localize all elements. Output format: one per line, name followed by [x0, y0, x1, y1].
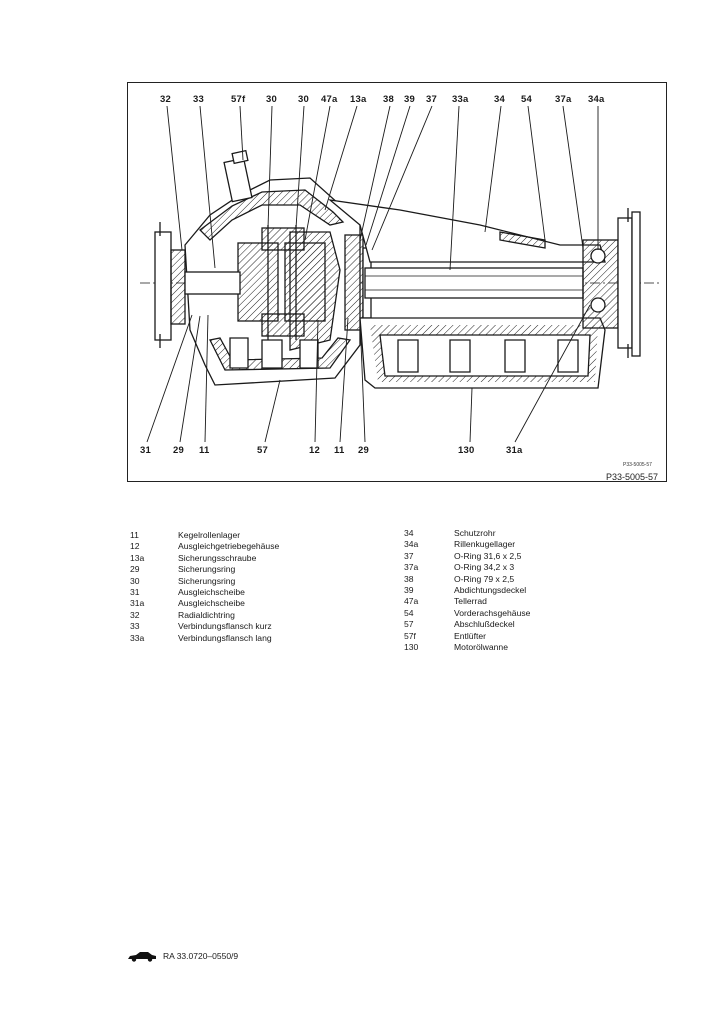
callout-label: 33a: [452, 94, 469, 105]
callout-label: 11: [334, 445, 345, 456]
legend-number: 37a: [404, 562, 419, 573]
small-figure-code: P33-5005-57: [623, 462, 652, 468]
callout-label: 37a: [555, 94, 572, 105]
callout-label: 31: [140, 445, 151, 456]
callout-label: 54: [521, 94, 532, 105]
legend-number: 39: [404, 584, 414, 595]
car-icon: [128, 952, 156, 962]
callout-label: 34: [494, 94, 505, 105]
callout-label: 34a: [588, 94, 605, 105]
legend-number: 57f: [404, 630, 416, 641]
legend-number: 57: [404, 619, 414, 630]
legend-label: Sicherungsring: [178, 575, 236, 586]
callout-label: 32: [160, 94, 171, 105]
document-reference: RA 33.0720–0550/9: [163, 951, 239, 961]
legend-label: Rillenkugellager: [454, 539, 516, 550]
legend-number: 37: [404, 550, 414, 561]
legend-label: Vorderachsgehäuse: [454, 607, 531, 618]
legend-number: 38: [404, 573, 414, 584]
legend-label: O-Ring 79 x 2,5: [454, 573, 515, 584]
callout-label: 12: [309, 445, 320, 456]
legend-label: Motorölwanne: [454, 641, 508, 652]
legend-label: O-Ring 34,2 x 3: [454, 562, 515, 573]
legend-number: 130: [404, 641, 419, 652]
legend-label: Schutzrohr: [454, 528, 496, 538]
legend-number: 33: [130, 621, 140, 632]
footer: RA 33.0720–0550/9: [127, 950, 238, 962]
legend-number: 11: [130, 530, 139, 540]
legend-label: Ausgleichscheibe: [178, 598, 245, 609]
legend-label: Verbindungsflansch kurz: [178, 621, 272, 632]
legend-number: 31: [130, 586, 140, 597]
legend-number: 47a: [404, 596, 419, 607]
legend-label: Verbindungsflansch lang: [178, 632, 272, 643]
legend-label: Entlüfter: [454, 630, 487, 641]
figure-frame: [127, 82, 667, 482]
callout-label: 29: [358, 445, 369, 456]
callout-label: 31a: [506, 445, 523, 456]
callout-label: 38: [383, 94, 394, 105]
legend-label: Sicherungsring: [178, 564, 236, 575]
figure-code: P33-5005-57: [606, 472, 659, 482]
legend-number: 12: [130, 541, 140, 552]
callout-label: 57f: [231, 94, 246, 105]
legend-label: Abdichtungsdeckel: [454, 584, 527, 595]
legend-number: 30: [130, 575, 140, 586]
legend-label: Abschlußdeckel: [454, 619, 515, 630]
legend-label: Ausgleichscheibe: [178, 586, 245, 597]
callout-label: 30: [266, 94, 277, 105]
callout-label: 13a: [350, 94, 367, 105]
legend-number: 34: [404, 528, 414, 538]
legend-label: Sicherungsschraube: [178, 552, 257, 563]
legend-number: 13a: [130, 552, 145, 563]
callout-label: 29: [173, 445, 184, 456]
legend-number: 54: [404, 607, 414, 618]
legend-label: Radialdichtring: [178, 609, 235, 620]
callout-label: 57: [257, 445, 268, 456]
legend-number: 29: [130, 564, 140, 575]
legend-label: Tellerrad: [454, 596, 487, 607]
callout-label: 30: [298, 94, 309, 105]
legend-label: O-Ring 31,6 x 2,5: [454, 550, 522, 561]
callout-label: 130: [458, 445, 475, 456]
legend-number: 31a: [130, 598, 145, 609]
legend-number: 34a: [404, 539, 419, 550]
callout-label: 11: [199, 445, 210, 456]
legend-number: 32: [130, 609, 140, 620]
callout-label: 47a: [321, 94, 338, 105]
callout-label: 37: [426, 94, 437, 105]
legend-label: Ausgleichgetriebegehäuse: [178, 541, 280, 552]
callout-label: 39: [404, 94, 415, 105]
callout-label: 33: [193, 94, 204, 105]
legend-number: 33a: [130, 632, 145, 643]
legend-label: Kegelrollenlager: [178, 530, 241, 540]
